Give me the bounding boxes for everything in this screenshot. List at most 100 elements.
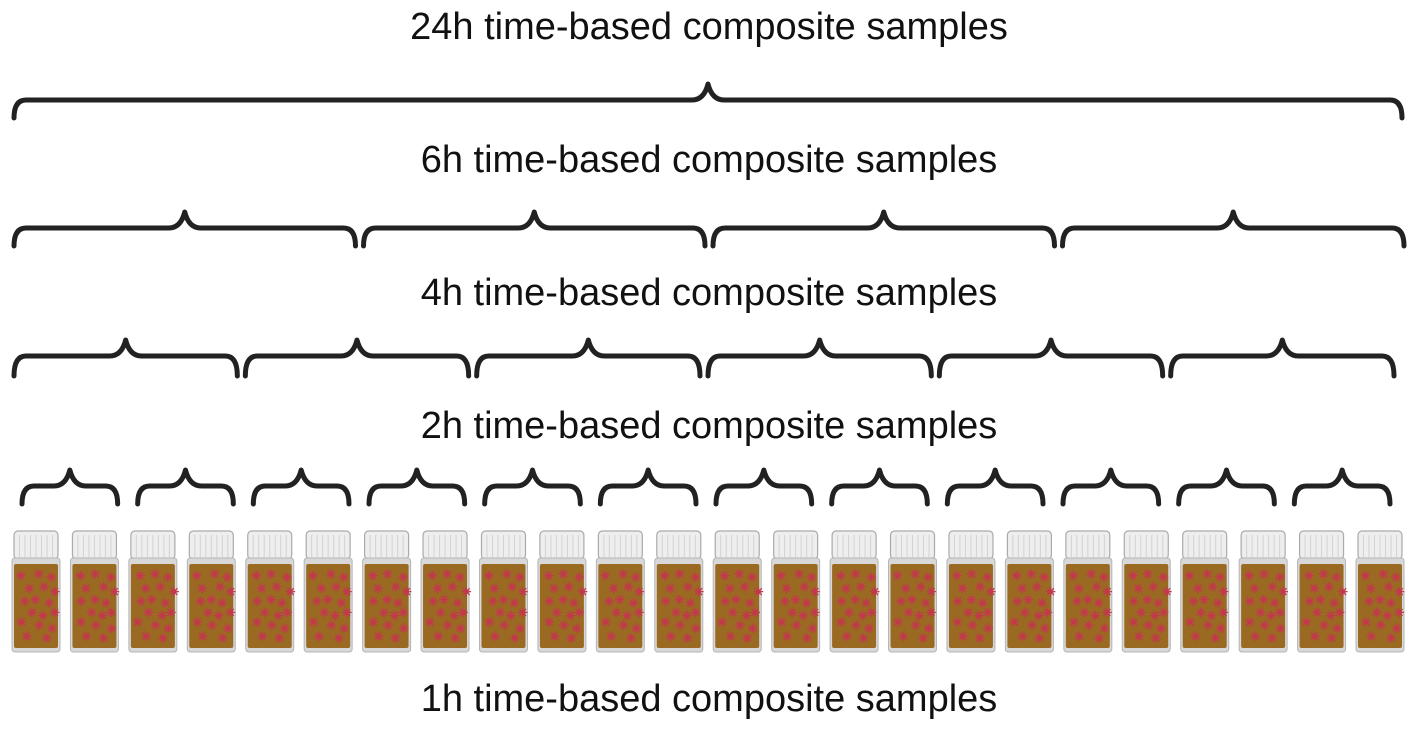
virus-spike: [791, 600, 795, 604]
virus-spike: [337, 598, 340, 602]
virus-spike: [862, 604, 865, 607]
virus-spike: [453, 588, 457, 591]
virus-spike: [156, 621, 160, 624]
virus-spike: [1325, 621, 1329, 624]
sample-vial-icon-20: [1121, 530, 1172, 653]
virus-particle-icon: [445, 622, 451, 628]
virus-spike: [1096, 611, 1100, 615]
virus-spike: [1135, 632, 1138, 636]
virus-spike: [619, 570, 622, 573]
virus-spike: [1139, 584, 1143, 588]
curly-brace-icon-h2-8: [829, 467, 930, 507]
virus-spike: [787, 584, 791, 588]
virus-spike: [33, 608, 36, 612]
virus-spike: [1219, 598, 1222, 602]
virus-spike: [1310, 571, 1313, 575]
virus-spike: [725, 589, 729, 593]
virus-spike: [555, 589, 558, 593]
virus-spike: [700, 592, 703, 596]
virus-particle-icon: [486, 573, 492, 579]
virus-spike: [681, 621, 685, 624]
virus-spike: [747, 611, 751, 615]
virus-spike: [968, 621, 971, 624]
virus-spike: [1332, 634, 1336, 637]
virus-particle-icon: [275, 613, 281, 619]
virus-particle-icon: [960, 633, 966, 640]
virus-spike: [927, 587, 930, 591]
virus-spike: [742, 616, 746, 620]
sample-vial-icon-15: [829, 530, 880, 653]
virus-spike: [1185, 576, 1189, 580]
virus-spike: [1159, 613, 1163, 617]
virus-spike: [1204, 621, 1207, 624]
virus-particle-icon: [457, 625, 464, 632]
virus-spike: [267, 595, 270, 599]
virus-spike: [1208, 575, 1212, 578]
virus-spike: [867, 578, 870, 582]
virus-spike: [1095, 639, 1098, 642]
virus-spike: [572, 634, 576, 637]
virus-spike: [1379, 570, 1382, 573]
virus-spike: [607, 623, 610, 626]
virus-spike: [691, 573, 695, 576]
virus-spike: [167, 613, 170, 617]
virus-spike: [726, 602, 730, 606]
virus-spike: [1377, 613, 1381, 617]
virus-spike: [725, 576, 729, 580]
virus-spike: [96, 575, 100, 578]
virus-spike: [1284, 592, 1287, 596]
virus-spike: [1392, 578, 1395, 582]
virus-particle-icon: [1198, 609, 1204, 616]
virus-particle-icon: [719, 619, 725, 625]
virus-spike: [1200, 600, 1203, 604]
virus-spike: [1400, 587, 1404, 591]
virus-spike: [1273, 639, 1276, 642]
virus-spike: [691, 598, 695, 602]
virus-particle-icon: [48, 574, 55, 580]
virus-spike: [862, 598, 865, 602]
virus-spike: [609, 584, 613, 588]
virus-spike: [1338, 629, 1341, 633]
virus-particle-icon: [1366, 598, 1372, 604]
virus-spike: [439, 584, 442, 588]
virus-spike: [263, 589, 266, 593]
virus-spike: [634, 604, 638, 607]
virus-spike: [344, 573, 348, 576]
virus-spike: [439, 589, 442, 593]
virus-particle-icon: [460, 609, 466, 616]
virus-spike: [485, 571, 488, 575]
virus-spike: [666, 618, 670, 621]
virus-spike: [169, 624, 173, 628]
virus-spike: [193, 618, 196, 621]
virus-spike: [153, 600, 156, 604]
virus-spike: [45, 588, 48, 591]
virus-spike: [862, 582, 865, 586]
virus-spike: [792, 626, 796, 630]
virus-spike: [267, 626, 271, 630]
virus-particle-icon: [608, 633, 614, 640]
virus-spike: [383, 575, 387, 578]
virus-spike: [1129, 602, 1133, 606]
virus-spike: [580, 613, 584, 617]
virus-particle-icon: [1130, 573, 1136, 579]
virus-spike: [163, 578, 167, 582]
virus-particle-icon: [696, 589, 702, 595]
virus-spike: [1095, 634, 1098, 637]
virus-spike: [740, 570, 744, 573]
virus-spike: [1366, 571, 1370, 575]
virus-spike: [958, 618, 962, 621]
virus-spike: [1089, 595, 1092, 599]
virus-spike: [314, 576, 317, 580]
virus-spike: [800, 570, 803, 573]
virus-spike: [99, 582, 103, 586]
virus-spike: [267, 621, 271, 624]
virus-spike: [1251, 632, 1254, 636]
virus-particle-icon: [566, 584, 572, 590]
virus-spike: [374, 584, 377, 588]
virus-spike: [42, 634, 46, 637]
virus-particle-icon: [211, 571, 218, 577]
virus-spike: [689, 582, 692, 586]
virus-spike: [856, 595, 860, 599]
virus-spike: [621, 600, 624, 604]
virus-spike: [228, 573, 232, 576]
